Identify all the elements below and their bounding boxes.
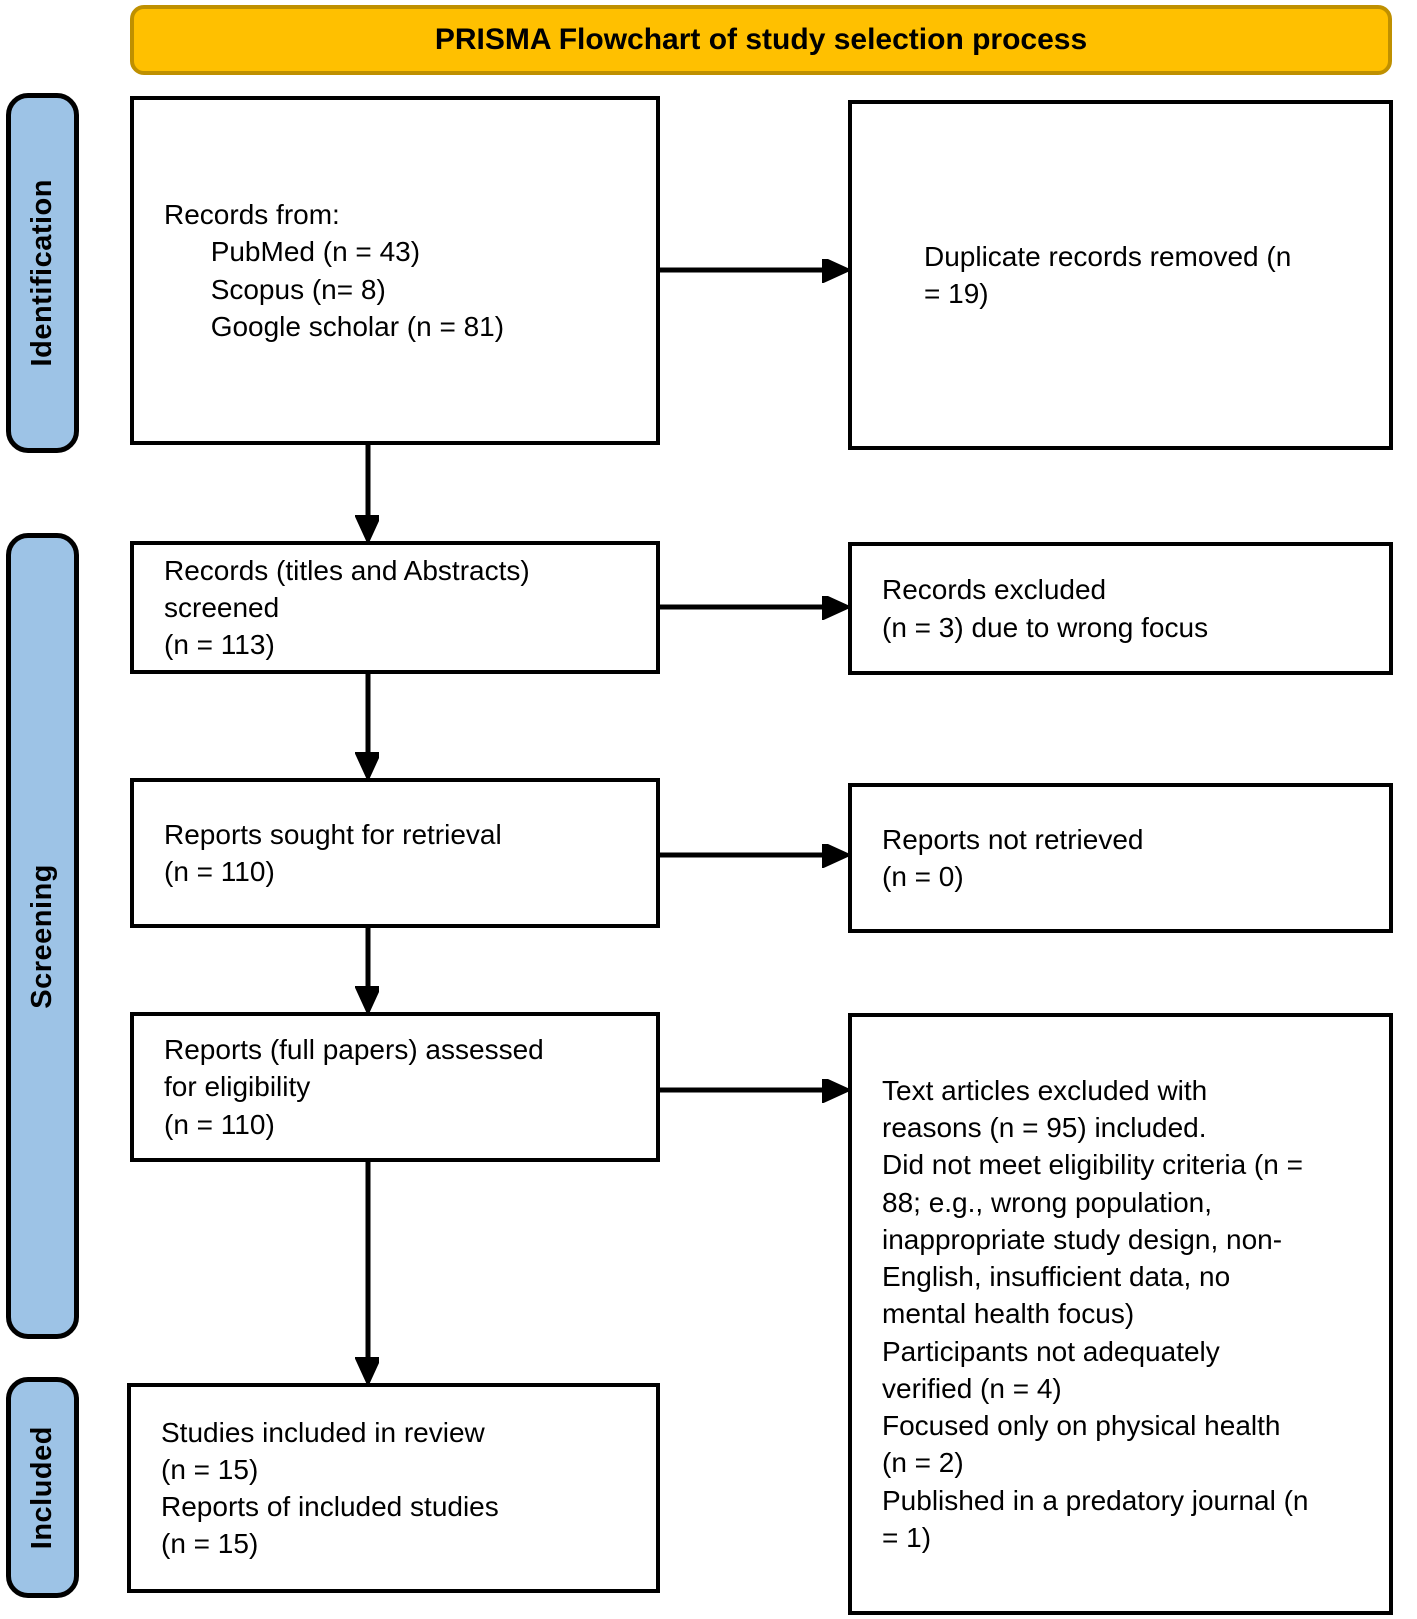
- box-reports-not-retrieved-text: Reports not retrieved (n = 0): [882, 823, 1144, 892]
- title-banner: PRISMA Flowchart of study selection proc…: [130, 5, 1392, 75]
- box-reports-sought-text: Reports sought for retrieval (n = 110): [164, 818, 502, 887]
- box-duplicates-removed-text: Duplicate records removed (n = 19): [924, 240, 1292, 309]
- box-reports-sought: Reports sought for retrieval (n = 110): [130, 778, 660, 928]
- box-duplicates-removed: Duplicate records removed (n = 19): [848, 100, 1393, 450]
- box-reports-excluded-reasons: Text articles excluded with reasons (n =…: [848, 1013, 1393, 1615]
- box-records-from-text: Records from: PubMed (n = 43) Scopus (n=…: [164, 199, 505, 342]
- box-studies-included-text: Studies included in review (n = 15) Repo…: [161, 1416, 499, 1560]
- box-records-excluded-text: Records excluded (n = 3) due to wrong fo…: [882, 574, 1209, 643]
- stage-label-identification: Identification: [6, 93, 79, 453]
- box-reports-not-retrieved: Reports not retrieved (n = 0): [848, 783, 1393, 933]
- stage-label-identification-text: Identification: [26, 179, 58, 367]
- box-studies-included: Studies included in review (n = 15) Repo…: [127, 1383, 660, 1593]
- box-records-screened-text: Records (titles and Abstracts) screened …: [164, 554, 530, 661]
- stage-label-included: Included: [6, 1377, 79, 1598]
- box-records-excluded: Records excluded (n = 3) due to wrong fo…: [848, 542, 1393, 675]
- stage-label-screening-text: Screening: [26, 863, 58, 1009]
- page-title: PRISMA Flowchart of study selection proc…: [434, 23, 1088, 56]
- box-records-from: Records from: PubMed (n = 43) Scopus (n=…: [130, 96, 660, 445]
- box-reports-assessed: Reports (full papers) assessed for eligi…: [130, 1012, 660, 1162]
- box-reports-excluded-reasons-text: Text articles excluded with reasons (n =…: [882, 1074, 1309, 1553]
- stage-label-screening: Screening: [6, 533, 79, 1339]
- box-reports-assessed-text: Reports (full papers) assessed for eligi…: [164, 1034, 544, 1140]
- stage-label-included-text: Included: [26, 1425, 58, 1550]
- box-records-screened: Records (titles and Abstracts) screened …: [130, 541, 660, 674]
